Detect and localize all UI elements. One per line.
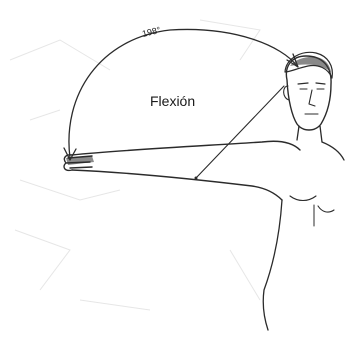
motion-label: Flexión [150,93,195,109]
shoulder-joint-dot [195,177,198,180]
